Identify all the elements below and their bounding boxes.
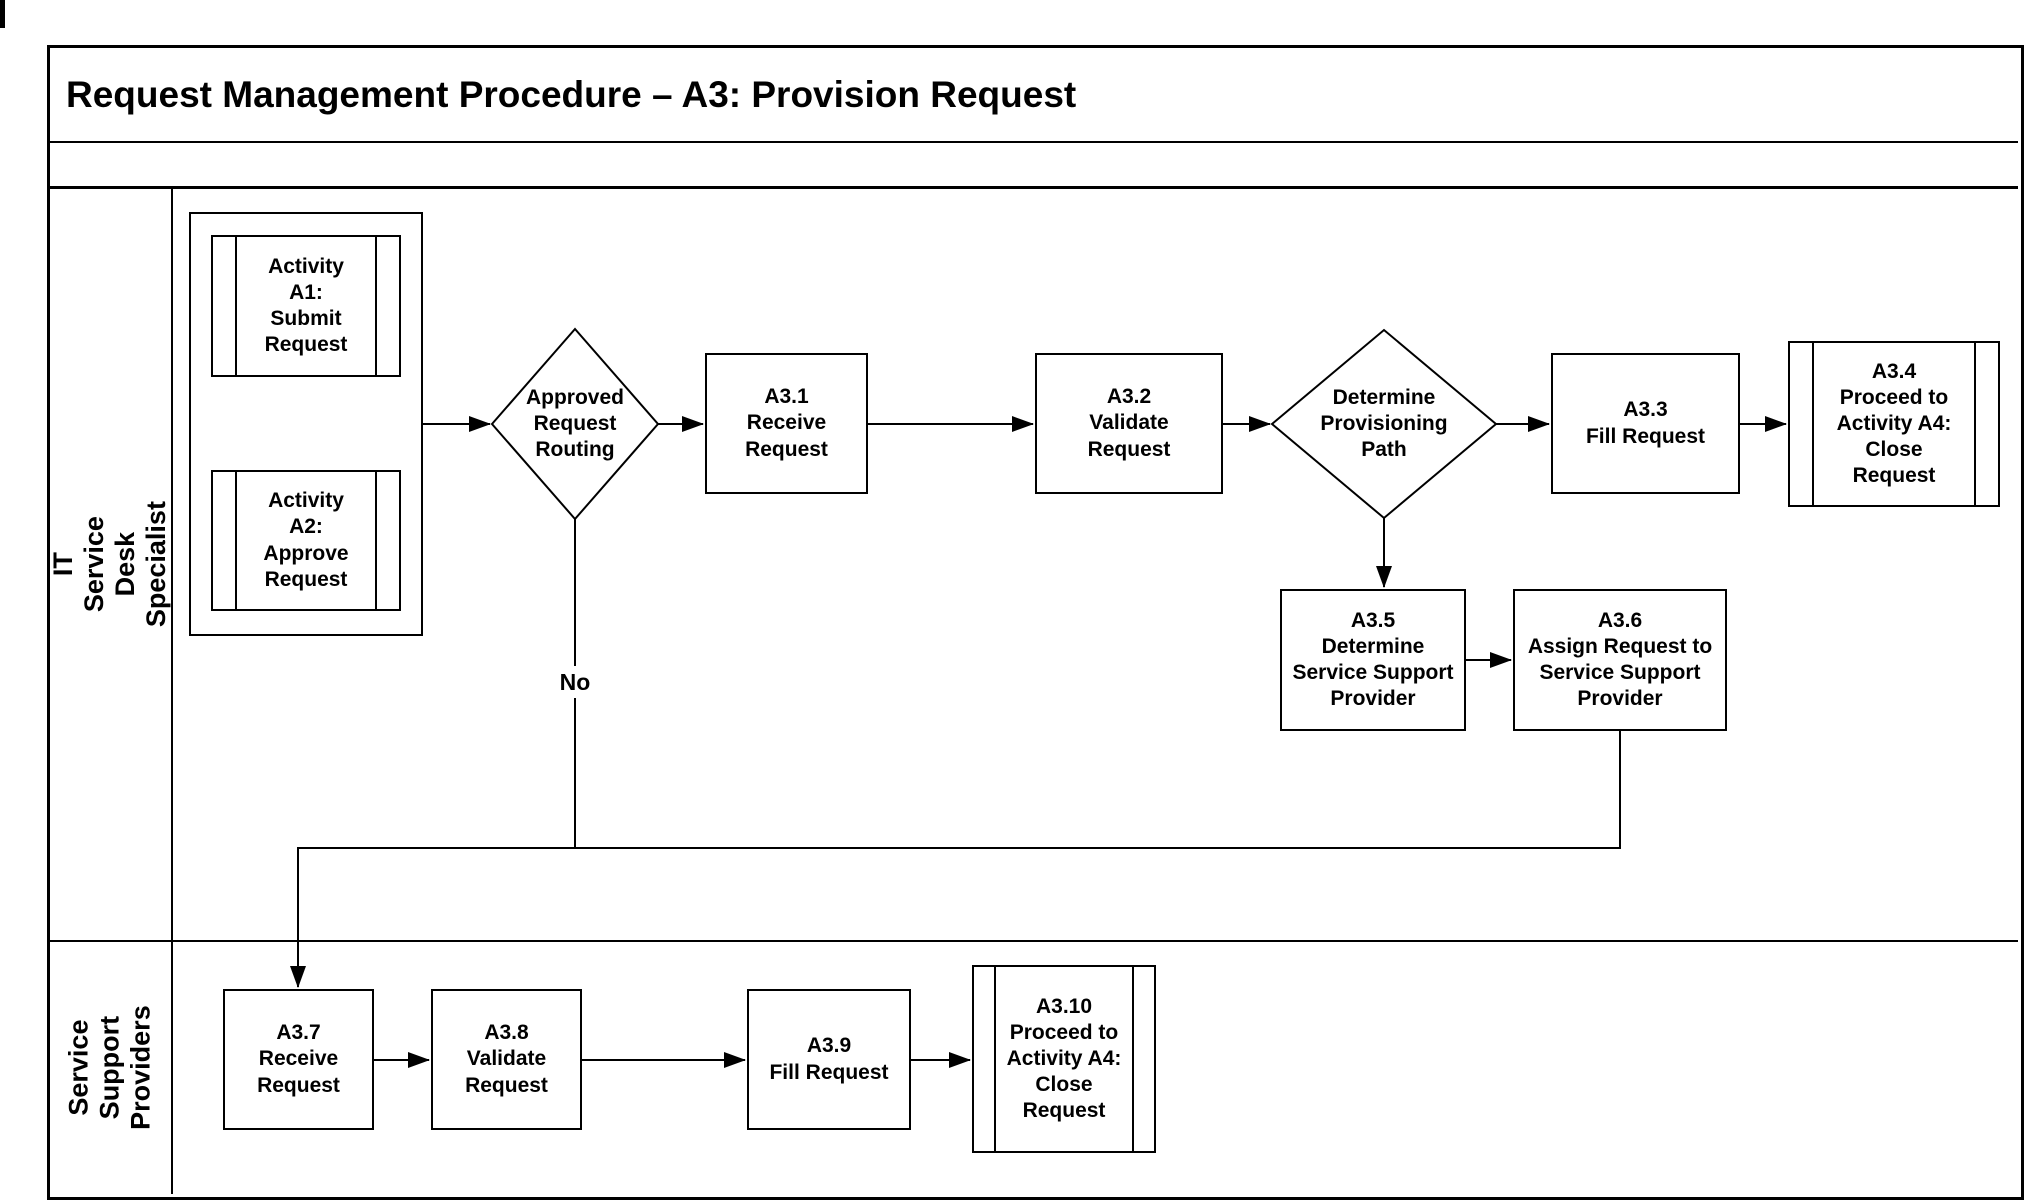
node-activity-a2-approve-request: Activity A2: Approve Request xyxy=(211,470,401,611)
node-a3-7-receive-request: A3.7 Receive Request xyxy=(223,989,374,1130)
title-row-divider xyxy=(47,141,2018,143)
decision-text: Determine Provisioning Path xyxy=(1320,385,1448,462)
node-activity-a1-submit-request: Activity A1: Submit Request xyxy=(211,235,401,377)
node-text: A3.1 Receive Request xyxy=(745,385,828,461)
subprocess-bar-right xyxy=(375,472,377,609)
diagram-frame xyxy=(47,45,2024,1200)
lane-divider xyxy=(47,940,2018,942)
node-a3-2-validate-request: A3.2 Validate Request xyxy=(1035,353,1223,494)
node-text: Activity A1: Submit Request xyxy=(264,254,348,357)
subprocess-bar-right xyxy=(1132,967,1134,1151)
node-a3-8-validate-request: A3.8 Validate Request xyxy=(431,989,582,1130)
page-title-text: Request Management Procedure – A3: Provi… xyxy=(66,73,1077,115)
decision-approved-request-routing-label: Approved Request Routing xyxy=(492,354,658,494)
lane1-label-text: IT Service Desk Specialist xyxy=(47,501,172,628)
decision-determine-provisioning-path-label: Determine Provisioning Path xyxy=(1272,356,1496,492)
edge-label-no: No xyxy=(551,666,599,698)
subprocess-bar-left xyxy=(1812,343,1814,505)
node-a3-9-fill-request: A3.9 Fill Request xyxy=(747,989,911,1130)
node-text: A3.6 Assign Request to Service Support P… xyxy=(1527,608,1713,711)
node-text: A3.10 Proceed to Activity A4: Close Requ… xyxy=(1006,994,1122,1123)
node-text: A3.2 Validate Request xyxy=(1087,385,1171,461)
edge-label-no-text: No xyxy=(559,668,591,695)
node-a3-5-determine-service-support-provider: A3.5 Determine Service Support Provider xyxy=(1280,589,1466,731)
decision-text: Approved Request Routing xyxy=(525,385,624,462)
node-text: A3.4 Proceed to Activity A4: Close Reque… xyxy=(1836,359,1952,488)
node-text: Activity A2: Approve Request xyxy=(263,489,349,591)
header-band-divider xyxy=(47,186,2018,189)
page-title: Request Management Procedure – A3: Provi… xyxy=(50,48,2018,141)
node-text: A3.3 Fill Request xyxy=(1585,398,1706,448)
node-text: A3.7 Receive Request xyxy=(257,1021,340,1097)
lane-label-service-support-providers: Service Support Providers xyxy=(50,942,170,1194)
node-text: A3.9 Fill Request xyxy=(769,1034,889,1084)
node-a3-3-fill-request: A3.3 Fill Request xyxy=(1551,353,1740,494)
subprocess-bar-left xyxy=(235,237,237,375)
node-text: A3.5 Determine Service Support Provider xyxy=(1292,608,1454,711)
subprocess-bar-right xyxy=(1974,343,1976,505)
lane-label-it-service-desk-specialist: IT Service Desk Specialist xyxy=(47,189,172,940)
lane-label-column-divider xyxy=(171,189,173,1194)
subprocess-bar-right xyxy=(375,237,377,375)
node-a3-1-receive-request: A3.1 Receive Request xyxy=(705,353,868,494)
node-a3-6-assign-request-to-service-support-provider: A3.6 Assign Request to Service Support P… xyxy=(1513,589,1727,731)
subprocess-bar-left xyxy=(994,967,996,1151)
corner-artifact xyxy=(0,0,5,28)
node-a3-4-proceed-to-close-request: A3.4 Proceed to Activity A4: Close Reque… xyxy=(1788,341,2000,507)
group-prior-activities xyxy=(189,212,423,636)
subprocess-bar-left xyxy=(235,472,237,609)
lane2-label-text: Service Support Providers xyxy=(63,1005,156,1131)
node-a3-10-proceed-to-close-request: A3.10 Proceed to Activity A4: Close Requ… xyxy=(972,965,1156,1153)
node-text: A3.8 Validate Request xyxy=(465,1021,548,1097)
